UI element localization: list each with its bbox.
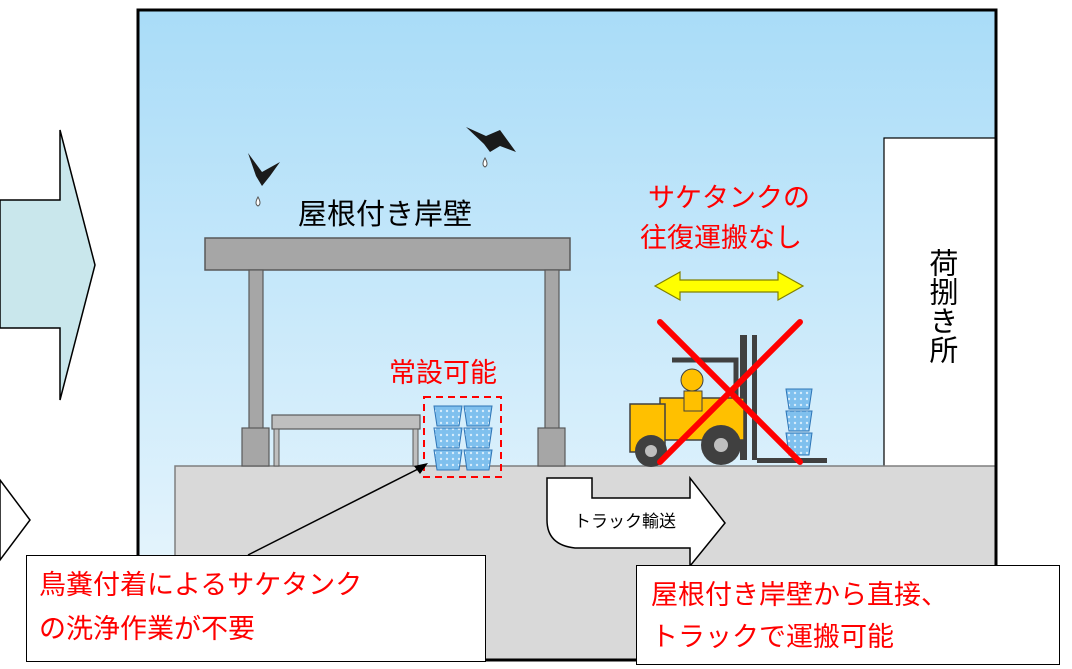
left-callout-line2: の洗浄作業が不要 [39, 614, 255, 645]
left-callout-line1: 鳥糞付着によるサケタンク [39, 570, 363, 601]
salmon-tanks-under-roof [433, 405, 493, 471]
permanent-install-label: 常設可能 [389, 358, 497, 389]
roof-beam [204, 237, 571, 271]
cross-mark-icon [657, 319, 803, 465]
leader-arrowhead-icon [414, 463, 428, 474]
callout-leader-line [247, 465, 425, 556]
bird-icon [248, 153, 280, 207]
left-flow-arrow-upper [0, 129, 96, 401]
no-round-trip-label-line1: サケタンクの [648, 183, 810, 214]
permanent-install-marker [423, 396, 502, 478]
unloading-area-label: 荷捌き所 [924, 248, 959, 364]
right-callout-box: 屋根付き岸壁から直接、 トラックで運搬可能 [636, 565, 1060, 665]
bird-icon [466, 127, 516, 168]
pillar-base-right [537, 427, 566, 467]
table [271, 414, 421, 467]
left-callout-box: 鳥糞付着によるサケタンク の洗浄作業が不要 [26, 555, 486, 662]
round-trip-arrow-icon [653, 270, 805, 302]
truck-transport-arrow [546, 475, 726, 569]
scene-frame [136, 8, 998, 662]
roof-pillar-right [544, 269, 560, 431]
pillar-base-left [241, 427, 270, 467]
salmon-tanks-on-forklift [785, 388, 813, 456]
roof-pillar-left [248, 269, 264, 431]
right-callout-line1: 屋根付き岸壁から直接、 [651, 580, 948, 611]
left-flow-arrow-lower [0, 478, 31, 562]
no-round-trip-label-line2: 往復運搬なし [640, 223, 802, 254]
truck-transport-label: トラック輸送 [574, 512, 676, 532]
roofed-quay-label: 屋根付き岸壁 [298, 197, 473, 231]
right-callout-line2: トラックで運搬可能 [651, 622, 894, 653]
